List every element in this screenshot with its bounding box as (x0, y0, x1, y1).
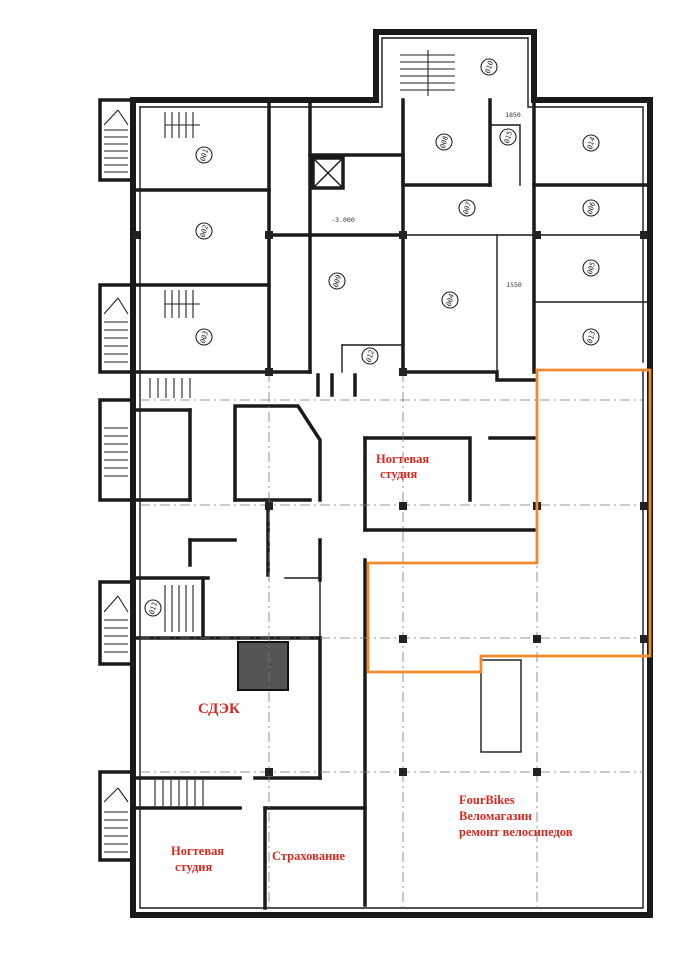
room-tag-circle (144, 599, 162, 617)
highlighted-rental-area[interactable] (366, 368, 652, 674)
room-tag-008: 008 (435, 133, 453, 151)
tenant-insurance: Страхование (272, 849, 345, 863)
dimension-label: -3.000 (331, 216, 355, 224)
room-tag-004: 004 (441, 291, 459, 309)
room-tag-label: 001 (199, 148, 210, 162)
room-tag-circle (480, 58, 498, 76)
room-tag-circle (499, 128, 517, 146)
room-tag-circle (582, 328, 600, 346)
hatched-shaft (237, 641, 289, 691)
tenant-fourbikes: FourBikes Веломагазин ремонт велосипедов (459, 793, 573, 839)
room-tag-circle (582, 134, 600, 152)
room-tag-014: 014 (582, 134, 600, 152)
tenant-sdek: СДЭК (198, 701, 240, 717)
room-tag-label: 013 (586, 330, 597, 344)
room-tag-circle (361, 347, 379, 365)
room-tag-011: 011 (144, 599, 162, 617)
room-tag-007: 007 (458, 199, 476, 217)
room-tag-label: 005 (586, 261, 597, 275)
room-tag-009: 009 (328, 272, 346, 290)
room-tag-circle (458, 199, 476, 217)
room-tag-circle (195, 328, 213, 346)
room-tag-013: 013 (582, 328, 600, 346)
room-tag-label: 008 (439, 135, 450, 149)
room-tag-label: 007 (462, 200, 473, 215)
dimension-label: 1850 (505, 111, 521, 119)
room-tag-circle (195, 222, 213, 240)
room-tag-003: 003 (195, 328, 213, 346)
room-tag-label: 012 (365, 349, 376, 363)
internal-stairs (149, 50, 455, 806)
room-tag-002: 002 (195, 222, 213, 240)
room-tag-012: 012 (361, 347, 379, 365)
room-tag-label: 006 (586, 201, 597, 215)
room-tag-circle (195, 146, 213, 164)
room-tag-label: 004 (445, 293, 456, 307)
room-tag-label: 003 (199, 330, 210, 344)
left-stair-wells (98, 98, 135, 862)
dimension-label: 1550 (506, 281, 522, 289)
room-tag-001: 001 (195, 146, 213, 164)
room-tag-010: 010 (480, 58, 498, 76)
room-tag-label: 009 (332, 274, 343, 288)
room-tag-label: 014 (586, 136, 597, 150)
lower-partitions (131, 373, 536, 910)
dimension-labels: -3.000 1550 1850 (331, 111, 522, 289)
room-tag-circle (328, 272, 346, 290)
columns (133, 231, 648, 776)
room-tag-circle (441, 291, 459, 309)
tenant-nail-studio-mid: Ногтевая студия (376, 452, 432, 481)
room-tag-005: 005 (582, 259, 600, 277)
tenant-nail-studio-bottom: Ногтевая студия (171, 844, 227, 874)
room-tag-006: 006 (582, 199, 600, 217)
room-tag-label: 011 (148, 601, 159, 615)
room-tag-label: 010 (484, 60, 495, 74)
room-tag-015: 015 (499, 128, 517, 146)
room-tag-label: 015 (503, 130, 514, 144)
room-tag-circle (582, 199, 600, 217)
room-tag-circle (582, 259, 600, 277)
room-tag-label: 002 (199, 224, 210, 238)
tenant-labels: Ногтевая студия СДЭК FourBikes Веломагаз… (171, 452, 573, 874)
room-tags: 001 002 003 008 007 009 004 012 010 015 014 006 005 0… (144, 58, 600, 617)
room-tag-circle (435, 133, 453, 151)
